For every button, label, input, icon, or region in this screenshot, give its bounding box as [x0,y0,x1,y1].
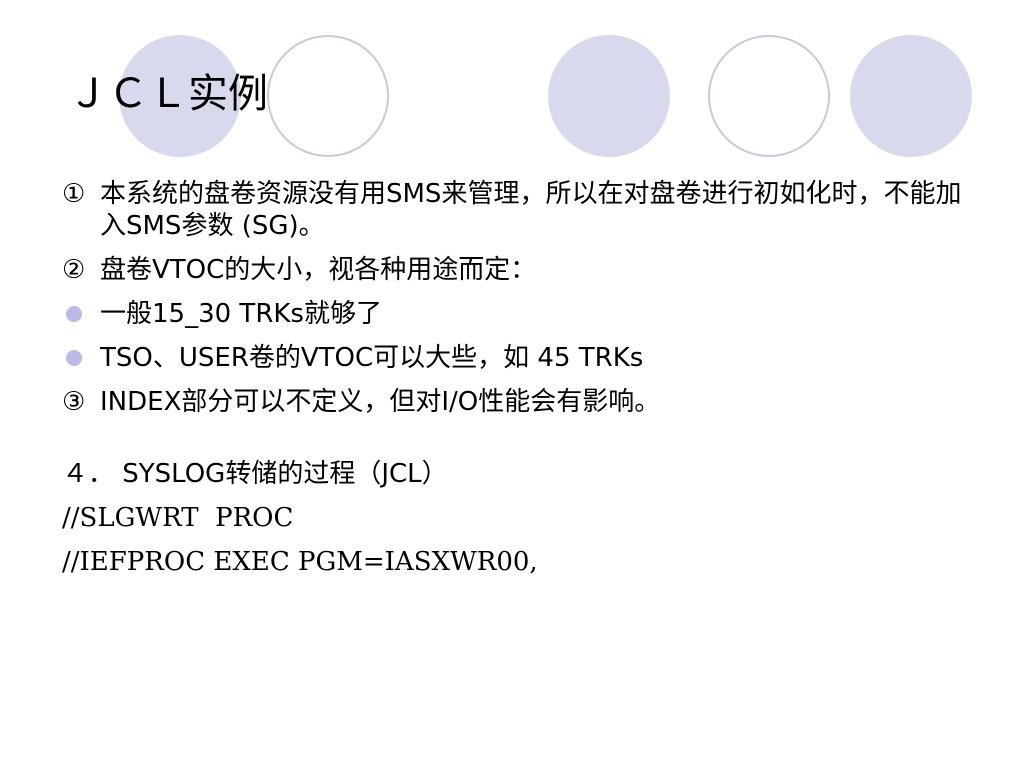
bullet-dot-icon [66,306,82,322]
decor-circle-3 [548,35,670,157]
list-item-5: ③ INDEX部分可以不定义，但对I/O性能会有影响。 [62,386,962,418]
circled-number-1: ① [62,179,86,209]
list-item-text: 本系统的盘卷资源没有用SMS来管理，所以在对盘卷进行初如化时，不能加入SMS参数… [100,179,962,241]
list-item-text: TSO、USER卷的VTOC可以大些，如 45 TRKs [100,343,644,373]
list-item-text: 盘卷VTOC的大小，视各种用途而定： [100,255,537,285]
circled-number-2: ② [62,255,86,285]
code-line-1: //SLGWRT PROC [62,503,294,533]
list-item-1: ① 本系统的盘卷资源没有用SMS来管理，所以在对盘卷进行初如化时，不能加入SMS… [62,178,962,242]
list-item-3: 一般15_30 TRKs就够了 [62,298,962,330]
decor-circle-2 [267,35,389,157]
slide-content: ① 本系统的盘卷资源没有用SMS来管理，所以在对盘卷进行初如化时，不能加入SMS… [62,178,962,590]
circled-number-3: ③ [62,387,86,417]
list-item-4: TSO、USER卷的VTOC可以大些，如 45 TRKs [62,342,962,374]
slide-title: ＪＣＬ实例 [68,71,268,117]
list-item-text: INDEX部分可以不定义，但对I/O性能会有影响。 [100,387,661,417]
decor-circle-1 [119,35,241,157]
decor-circle-4 [708,35,830,157]
list-item-2: ② 盘卷VTOC的大小，视各种用途而定： [62,254,962,286]
bullet-dot-icon [66,350,82,366]
list-item-text: 一般15_30 TRKs就够了 [100,299,382,329]
decor-circle-5 [850,35,972,157]
code-line-2: //IEFPROC EXEC PGM=IASXWR00, [62,547,538,577]
section-heading: ４． SYSLOG转储的过程（JCL） [62,459,448,489]
